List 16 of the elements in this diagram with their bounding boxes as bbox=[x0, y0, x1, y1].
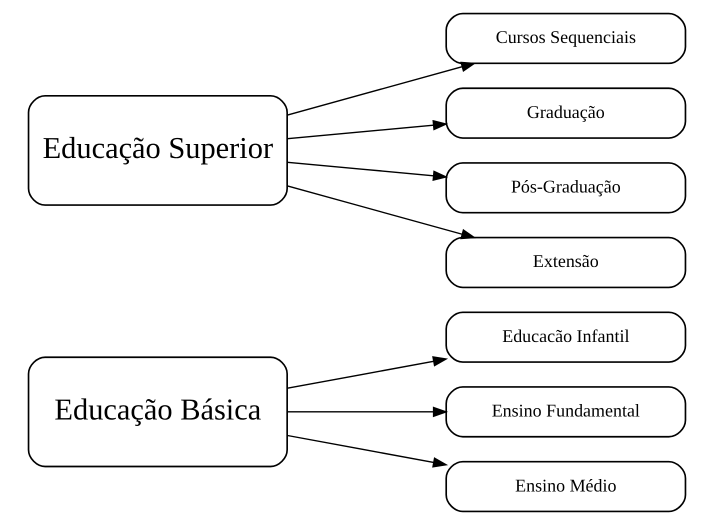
arrow bbox=[287, 162, 448, 181]
arrow bbox=[287, 120, 448, 140]
arrow bbox=[287, 434, 448, 468]
node-box: Pós-Graduação bbox=[445, 162, 686, 214]
node-box: Ensino Fundamental bbox=[445, 386, 686, 438]
node-box: Educacão Infantil bbox=[445, 311, 686, 363]
node-box: Educação Básica bbox=[28, 356, 288, 468]
node-box: Extensão bbox=[445, 236, 686, 288]
arrow bbox=[287, 356, 448, 389]
arrow bbox=[287, 406, 448, 418]
node-box: Cursos Sequenciais bbox=[445, 12, 686, 64]
node-box: Educação Superior bbox=[28, 95, 288, 206]
arrow bbox=[287, 62, 476, 116]
node-box: Graduação bbox=[445, 87, 686, 139]
node-box: Ensino Médio bbox=[445, 460, 686, 512]
arrow bbox=[287, 185, 476, 240]
